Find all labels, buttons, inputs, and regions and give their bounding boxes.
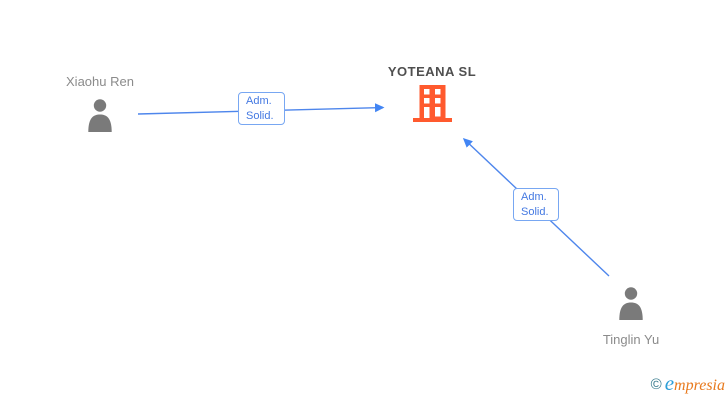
empresia-logo[interactable]: ©empresia bbox=[651, 371, 725, 396]
copyright-icon: © bbox=[650, 376, 662, 393]
brand-text: mpresia bbox=[674, 377, 725, 394]
person-name-label: Tinglin Yu bbox=[602, 332, 660, 347]
node-person-xiaohu-ren[interactable]: Xiaohu Ren bbox=[40, 74, 160, 137]
edge-label-line2: Solid. bbox=[246, 110, 274, 122]
node-company-yoteana-sl[interactable]: YOTEANA SL bbox=[372, 64, 492, 127]
edge-label-adm-solid-1: Adm. Solid. bbox=[238, 92, 285, 125]
node-person-tinglin-yu[interactable]: Tinglin Yu bbox=[571, 287, 691, 347]
person-icon bbox=[571, 287, 691, 325]
person-name-label: Xiaohu Ren bbox=[66, 74, 134, 89]
building-icon bbox=[372, 85, 492, 127]
edge-label-adm-solid-2: Adm. Solid. bbox=[513, 188, 559, 221]
person-icon bbox=[40, 99, 160, 137]
edge-label-line1: Adm. bbox=[246, 95, 272, 107]
brand-letter-e: e bbox=[664, 371, 675, 395]
edge-label-line1: Adm. bbox=[521, 191, 547, 203]
edge-label-line2: Solid. bbox=[521, 206, 549, 218]
company-name-label: YOTEANA SL bbox=[387, 64, 477, 79]
